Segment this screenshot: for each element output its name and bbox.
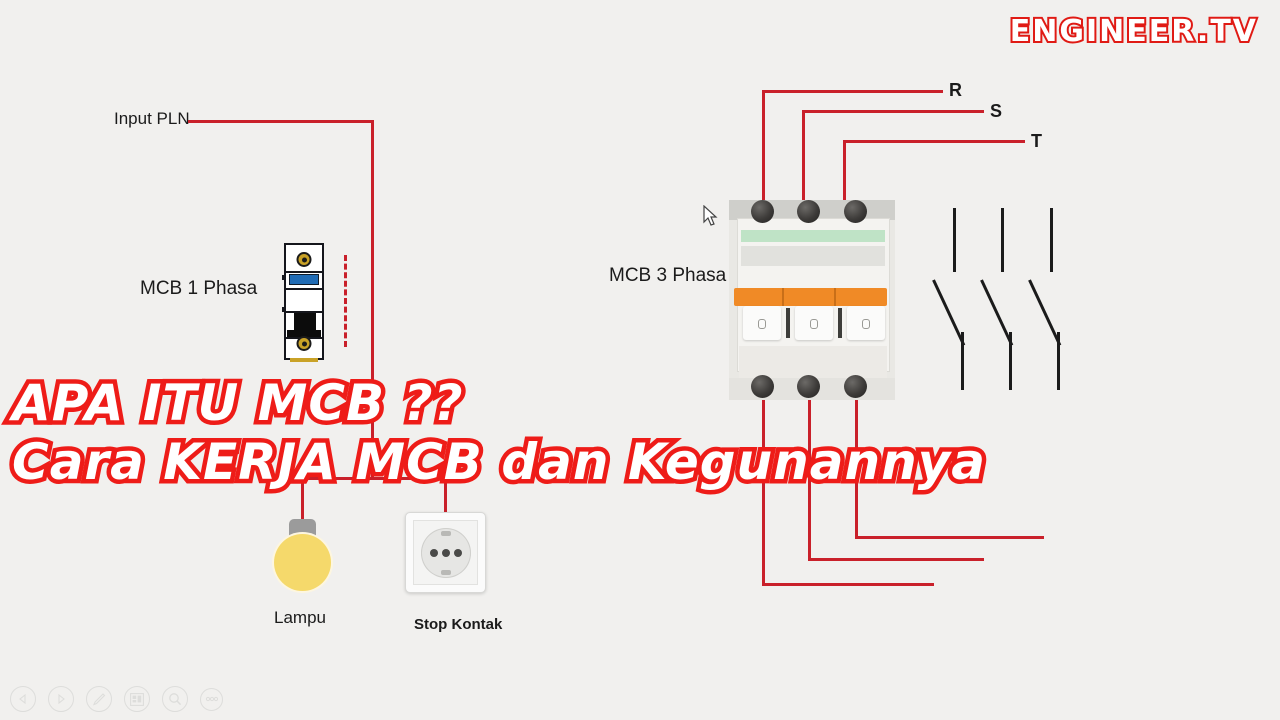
mcb1-contact-feet [290,358,318,362]
socket-earth-clip [440,530,451,536]
mcb3-top-terminal-screw-2 [797,200,820,223]
brand-logo: ENGINEER.TV [1008,12,1258,51]
socket-hole [453,548,462,557]
wire-socket-drop [444,477,447,515]
mcb3-bottom-terminal-screw-2 [797,375,820,398]
wire-input-horizontal [188,120,374,123]
schematic-pole-2-bottom [1009,332,1012,390]
lamp-label: Lampu [274,608,326,627]
wire-out2-drop [808,385,811,558]
mcb3-top-terminal-screw-1 [751,200,774,223]
input-pln-label: Input PLN [114,109,190,128]
mcb3-pole-gap [786,308,790,338]
play-right-icon [58,694,65,704]
pen-tool-button[interactable] [86,686,112,712]
schematic-pole-1-bottom [961,332,964,390]
mcb3-bottom-terminal-screw-3 [844,375,867,398]
socket-hole [441,548,450,557]
pen-icon [93,693,106,706]
mcb1-blue-band [289,274,319,285]
mcb1-divider [286,288,322,290]
socket-label: Stop Kontak [414,616,503,633]
wire-out1-drop [762,385,765,583]
mcb-1-phase-label: MCB 1 Phasa [140,278,258,299]
schematic-pole-2-top [1001,208,1004,272]
wire-out2-horizontal [808,558,984,561]
wire-out1-horizontal [762,583,934,586]
wire-s-riser [802,110,805,212]
wire-t-riser [843,140,846,212]
wire-t-horizontal [843,140,1025,143]
mcb1-top-terminal-icon [296,252,312,267]
grid-icon [130,692,144,706]
mcb-3-phase-label: MCB 3 Phasa [609,265,727,286]
wire-input-vertical [371,120,374,479]
mcb3-pole-gap [838,308,842,338]
play-left-icon [19,694,26,704]
mcb-3-phase-device [729,200,895,400]
previous-slide-button[interactable] [10,686,36,712]
wire-r-horizontal [762,90,943,93]
mcb3-grey-label [741,246,885,266]
mcb1-rail-notch [282,307,286,312]
wire-mcb1-dashed [344,255,347,347]
ellipsis-icon [205,696,218,702]
wire-r-riser [762,90,765,212]
slide-grid-button[interactable] [124,686,150,712]
mcb3-pole-1-mark [758,318,766,329]
presentation-toolbar [0,678,1280,720]
mcb1-divider [286,311,322,313]
mcb3-green-label [741,230,885,242]
socket-earth-clip [440,569,451,575]
phase-label-s: S [990,101,1003,121]
wire-lamp-drop [301,477,304,522]
mcb1-rail-notch [282,275,286,280]
wire-branch-horizontal [301,477,447,480]
more-options-button[interactable] [200,687,223,711]
slide-title: APA ITU MCB ?? Cara KERJA MCB dan Keguna… [7,373,989,492]
mcb3-bottom-terminal-screw-1 [751,375,774,398]
power-socket-icon [405,512,486,593]
mcb3-switch-pole-1 [743,306,781,340]
next-slide-button[interactable] [48,686,74,712]
mcb3-top-terminal-screw-3 [844,200,867,223]
wire-out3-horizontal [855,536,1044,539]
mcb3-toggle-seam [782,288,784,306]
schematic-pole-1-top [953,208,956,272]
socket-faceplate [413,520,478,585]
mcb-1-phase-device [282,243,324,362]
phase-label-r: R [949,80,962,100]
mcb3-pole-2-mark [810,318,818,329]
mcb3-toggle-bar [734,288,887,306]
mcb3-lower-face [739,346,887,380]
schematic-pole-3-bottom [1057,332,1060,390]
phase-label-t: T [1031,131,1042,151]
mcb1-divider [286,271,322,273]
title-line-2: Cara KERJA MCB dan Kegunannya [7,432,989,492]
socket-recess [420,527,471,578]
mcb3-toggle-seam [834,288,836,306]
zoom-button[interactable] [162,686,188,712]
mcb1-toggle-lever [294,313,316,331]
socket-hole [429,548,438,557]
mcb3-switch-pole-2 [795,306,833,340]
lamp-bulb-icon [274,534,331,591]
wire-s-horizontal [802,110,984,113]
schematic-pole-3-top [1050,208,1053,272]
mcb3-pole-3-mark [862,318,870,329]
mcb1-toggle-base [287,330,321,339]
wire-out3-drop [855,385,858,536]
magnifier-icon [169,693,182,706]
mcb1-bottom-terminal-icon [296,336,312,351]
mcb3-switch-pole-3 [847,306,885,340]
mouse-cursor-icon [703,205,718,226]
title-line-1: APA ITU MCB ?? [7,373,467,433]
